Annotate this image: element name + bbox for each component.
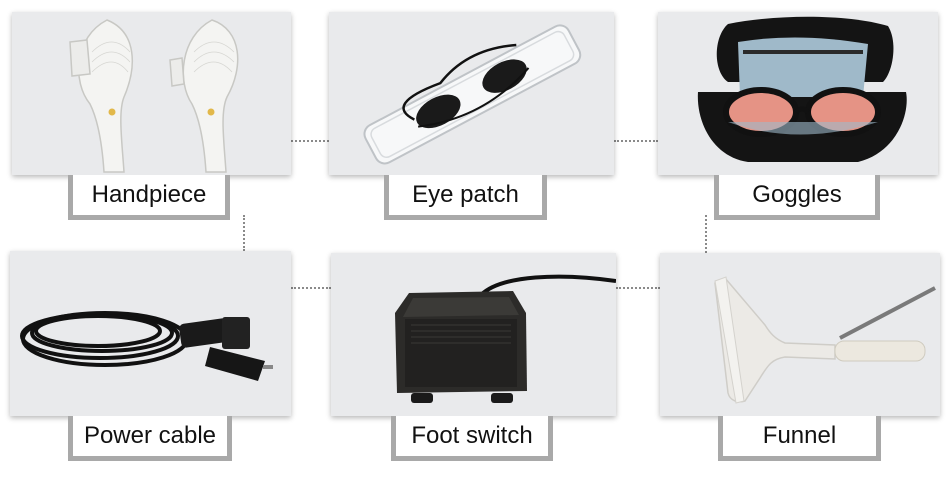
funnel-icon bbox=[714, 276, 936, 404]
goggles-photo bbox=[658, 12, 938, 175]
funnel-photo bbox=[660, 253, 940, 416]
handpiece-label: Handpiece bbox=[68, 175, 230, 220]
connector-line bbox=[291, 140, 329, 142]
foot-switch-label: Foot switch bbox=[391, 416, 553, 461]
connector-line bbox=[291, 287, 331, 289]
connector-line bbox=[616, 287, 660, 289]
handpiece-icon bbox=[69, 19, 239, 173]
funnel-label: Funnel bbox=[718, 416, 881, 461]
eye-patch-icon bbox=[363, 24, 582, 165]
goggles-label: Goggles bbox=[714, 175, 880, 220]
goggles-icon bbox=[697, 16, 907, 162]
foot-switch-photo bbox=[331, 253, 616, 416]
power-cable-photo bbox=[10, 251, 291, 416]
handpiece-photo bbox=[12, 12, 291, 175]
connector-line bbox=[243, 215, 245, 251]
connector-line bbox=[705, 215, 707, 253]
foot-switch-icon bbox=[395, 274, 616, 403]
power-cable-label: Power cable bbox=[68, 416, 232, 461]
power-cable-icon bbox=[20, 311, 273, 381]
connector-line bbox=[614, 140, 658, 142]
eye-patch-photo bbox=[329, 12, 614, 175]
eye-patch-label: Eye patch bbox=[384, 175, 547, 220]
